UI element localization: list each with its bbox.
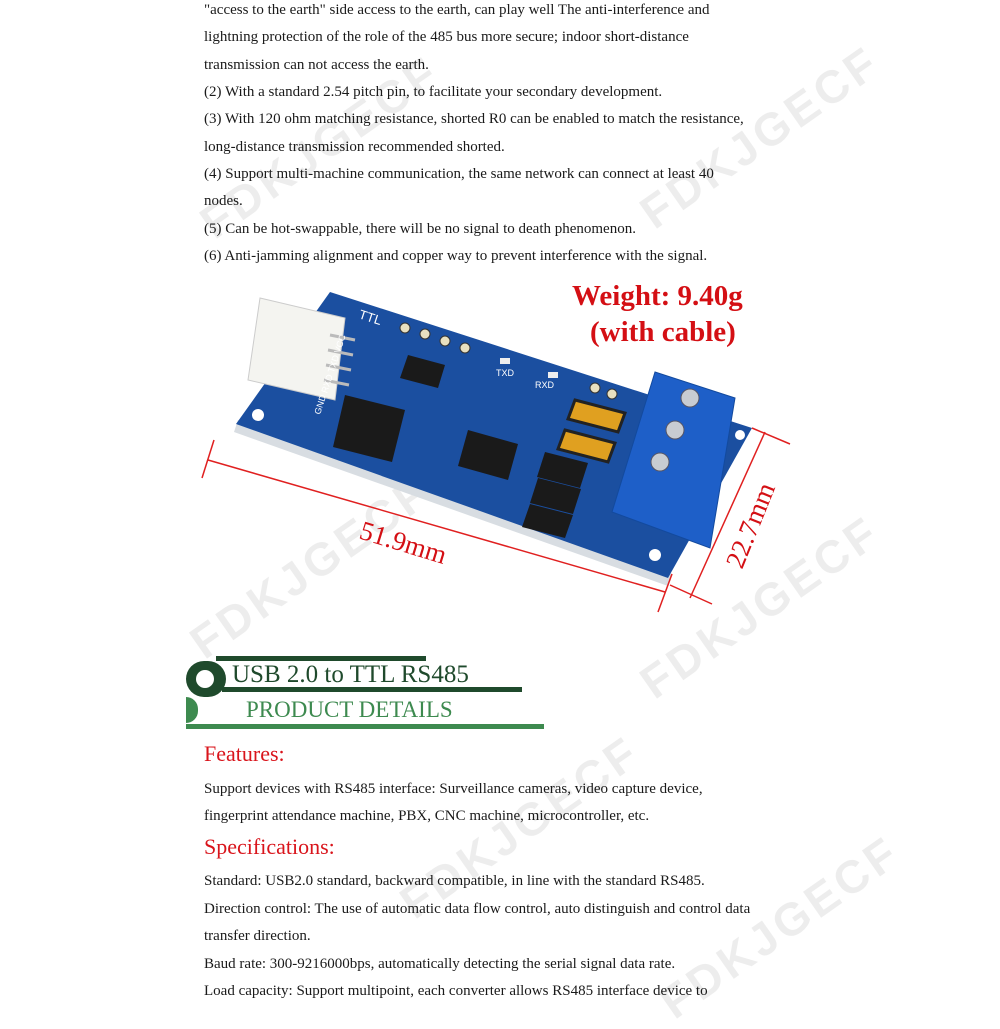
- connector-pins: [323, 333, 356, 387]
- led-label-txd: TXD: [496, 368, 515, 378]
- text-line: transmission can not access the earth.: [204, 57, 429, 73]
- weight-label: Weight: 9.40g: [572, 280, 743, 312]
- text-line: "access to the earth" side access to the…: [204, 2, 710, 18]
- width-dimension: 22.7mm: [720, 478, 781, 572]
- text-line: Load capacity: Support multipoint, each …: [204, 983, 708, 999]
- mount-hole: [649, 549, 661, 561]
- ic-chip: [400, 355, 445, 388]
- ic-chip: [333, 395, 405, 462]
- text-line: Baud rate: 300-9216000bps, automatically…: [204, 956, 676, 972]
- banner-subtitle: PRODUCT DETAILS: [246, 697, 453, 722]
- features-heading: Features:: [204, 741, 285, 766]
- mount-hole: [252, 409, 264, 421]
- text-line: (6) Anti-jamming alignment and copper wa…: [204, 248, 708, 264]
- led: [500, 358, 510, 364]
- mount-hole: [735, 430, 745, 440]
- weight-note: (with cable): [590, 316, 736, 348]
- led-label-rxd: RXD: [535, 380, 555, 390]
- board-label: TTL: [357, 307, 384, 328]
- section-banner: USB 2.0 to TTL RS485 PRODUCT DETAILS: [186, 655, 546, 735]
- fuses: [556, 398, 627, 464]
- ic-chip: [458, 430, 518, 480]
- pin-header: [399, 322, 618, 400]
- text-line: (3) With 120 ohm matching resistance, sh…: [204, 111, 744, 127]
- text-line: transfer direction.: [204, 928, 311, 944]
- text-line: lightning protection of the role of the …: [204, 29, 689, 45]
- led: [548, 372, 558, 378]
- text-line: long-distance transmission recommended s…: [204, 139, 505, 155]
- banner-title: USB 2.0 to TTL RS485: [232, 661, 469, 688]
- length-dimension: 51.9mm: [356, 515, 450, 570]
- specifications-heading: Specifications:: [204, 834, 335, 859]
- screw-terminal: [611, 371, 736, 549]
- text-line: (2) With a standard 2.54 pitch pin, to f…: [204, 84, 663, 100]
- text-line: Standard: USB2.0 standard, backward comp…: [204, 873, 705, 889]
- product-photo: TTL GND RXD TXD VCC TXD RXD 51.9mm 22.7m…: [201, 292, 791, 613]
- dimension-lines: [201, 427, 791, 613]
- text-line: nodes.: [204, 193, 243, 209]
- text-line: (4) Support multi-machine communication,…: [204, 166, 714, 182]
- text-line: Direction control: The use of automatic …: [204, 901, 751, 917]
- text-line: fingerprint attendance machine, PBX, CNC…: [204, 808, 650, 824]
- jst-connector: [247, 297, 346, 401]
- text-line: (5) Can be hot-swappable, there will be …: [204, 221, 636, 237]
- text-line: Support devices with RS485 interface: Su…: [204, 781, 703, 797]
- screw-icon: [650, 388, 700, 472]
- transistors: [522, 452, 588, 538]
